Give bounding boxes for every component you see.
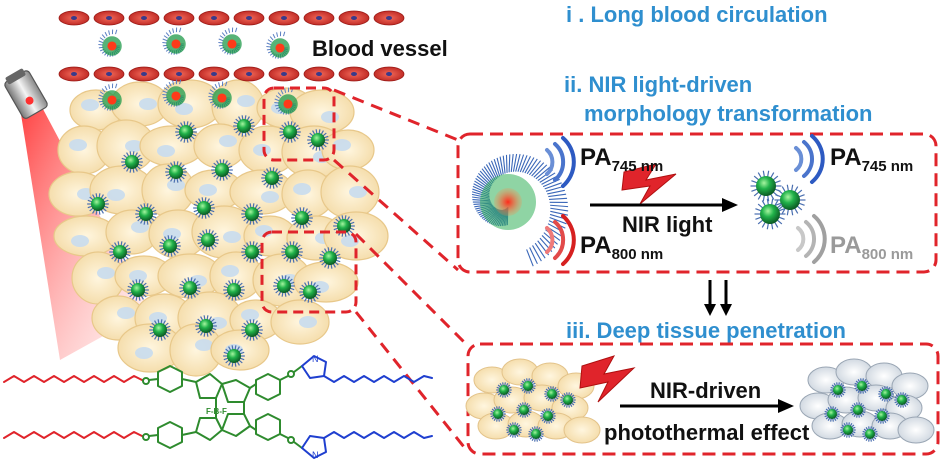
cell-nucleus — [199, 184, 217, 196]
cell-nucleus — [261, 191, 279, 203]
red-blood-cell-nucleus — [316, 72, 322, 76]
cell-nucleus — [135, 347, 153, 359]
red-blood-cell-nucleus — [351, 16, 357, 20]
cell-nucleus — [223, 231, 241, 243]
circulating-nanoparticle — [266, 32, 289, 59]
pa745-label-right: PA745 nm — [830, 144, 913, 175]
spiral-strand — [509, 154, 510, 172]
photothermal-effect-label: photothermal effect — [604, 420, 809, 446]
cell-nucleus — [129, 270, 147, 282]
cell-nucleus — [333, 139, 351, 151]
nitrogen-label-bottom: N — [312, 450, 319, 460]
red-blood-cell-nucleus — [246, 16, 252, 20]
red-blood-cell-nucleus — [316, 16, 322, 20]
cell-nucleus — [167, 179, 185, 191]
step-1-label: i . Long blood circulation — [566, 2, 828, 28]
cell-nucleus — [253, 144, 271, 156]
cluster-cell — [898, 417, 934, 443]
step-2-label-line2: morphology transformation — [584, 101, 872, 127]
circulating-nanoparticle — [98, 30, 121, 57]
circulating-nanoparticle — [162, 28, 185, 55]
pa745-label-left: PA745 nm — [580, 144, 663, 175]
cell-nucleus — [131, 221, 149, 233]
red-blood-cell-nucleus — [141, 16, 147, 20]
red-blood-cell-nucleus — [386, 16, 392, 20]
alkyl-chain-top — [4, 376, 142, 382]
cell-nucleus — [195, 339, 213, 351]
red-blood-cell-nucleus — [71, 16, 77, 20]
red-blood-cell-nucleus — [351, 72, 357, 76]
red-blood-cell-nucleus — [106, 16, 112, 20]
cell-nucleus — [299, 316, 317, 328]
blood-vessel-label: Blood vessel — [312, 36, 448, 62]
nir-driven-label: NIR-driven — [650, 378, 761, 404]
peg-chain — [302, 356, 432, 458]
red-blood-cell-nucleus — [281, 16, 287, 20]
red-blood-cell-nucleus — [211, 72, 217, 76]
alkyl-chain-bottom — [4, 432, 142, 438]
red-blood-cell-nucleus — [386, 72, 392, 76]
cluster-cell — [892, 373, 928, 399]
cell-nucleus — [219, 135, 237, 147]
tissue-cell — [294, 262, 358, 302]
cell-nucleus — [139, 98, 157, 110]
step-3-label: iii. Deep tissue penetration — [566, 318, 846, 344]
red-blood-cell-nucleus — [246, 72, 252, 76]
cell-nucleus — [71, 235, 89, 247]
cell-nucleus — [321, 111, 339, 123]
cluster-cell — [564, 417, 600, 443]
red-blood-cell-nucleus — [141, 72, 147, 76]
red-blood-cell-nucleus — [71, 72, 77, 76]
spiral-center — [494, 188, 522, 216]
step-2-label-line1: ii. NIR light-driven — [564, 72, 752, 98]
fluorine-label: F-B-F — [206, 407, 227, 416]
cell-nucleus — [69, 139, 87, 151]
cell-nucleus — [241, 309, 259, 321]
nitrogen-label-top: N — [312, 354, 319, 364]
down-arrows — [704, 280, 732, 316]
spiral-strand — [506, 155, 507, 173]
cell-nucleus — [237, 95, 255, 107]
cell-nucleus — [221, 265, 239, 277]
pa800-label-right: PA800 nm — [830, 232, 913, 263]
cell-nucleus — [293, 183, 311, 195]
nir-light-label: NIR light — [622, 212, 712, 238]
tissue-cell — [322, 130, 374, 170]
red-blood-cell-nucleus — [106, 72, 112, 76]
cell-nucleus — [117, 307, 135, 319]
red-blood-cell-nucleus — [281, 72, 287, 76]
cell-nucleus — [107, 189, 125, 201]
cell-nucleus — [81, 99, 99, 111]
red-blood-cell-nucleus — [211, 16, 217, 20]
red-blood-cell-nucleus — [176, 72, 182, 76]
cell-nucleus — [97, 267, 115, 279]
red-blood-cell-nucleus — [176, 16, 182, 20]
circulating-nanoparticle — [218, 28, 241, 55]
cell-nucleus — [157, 145, 175, 157]
